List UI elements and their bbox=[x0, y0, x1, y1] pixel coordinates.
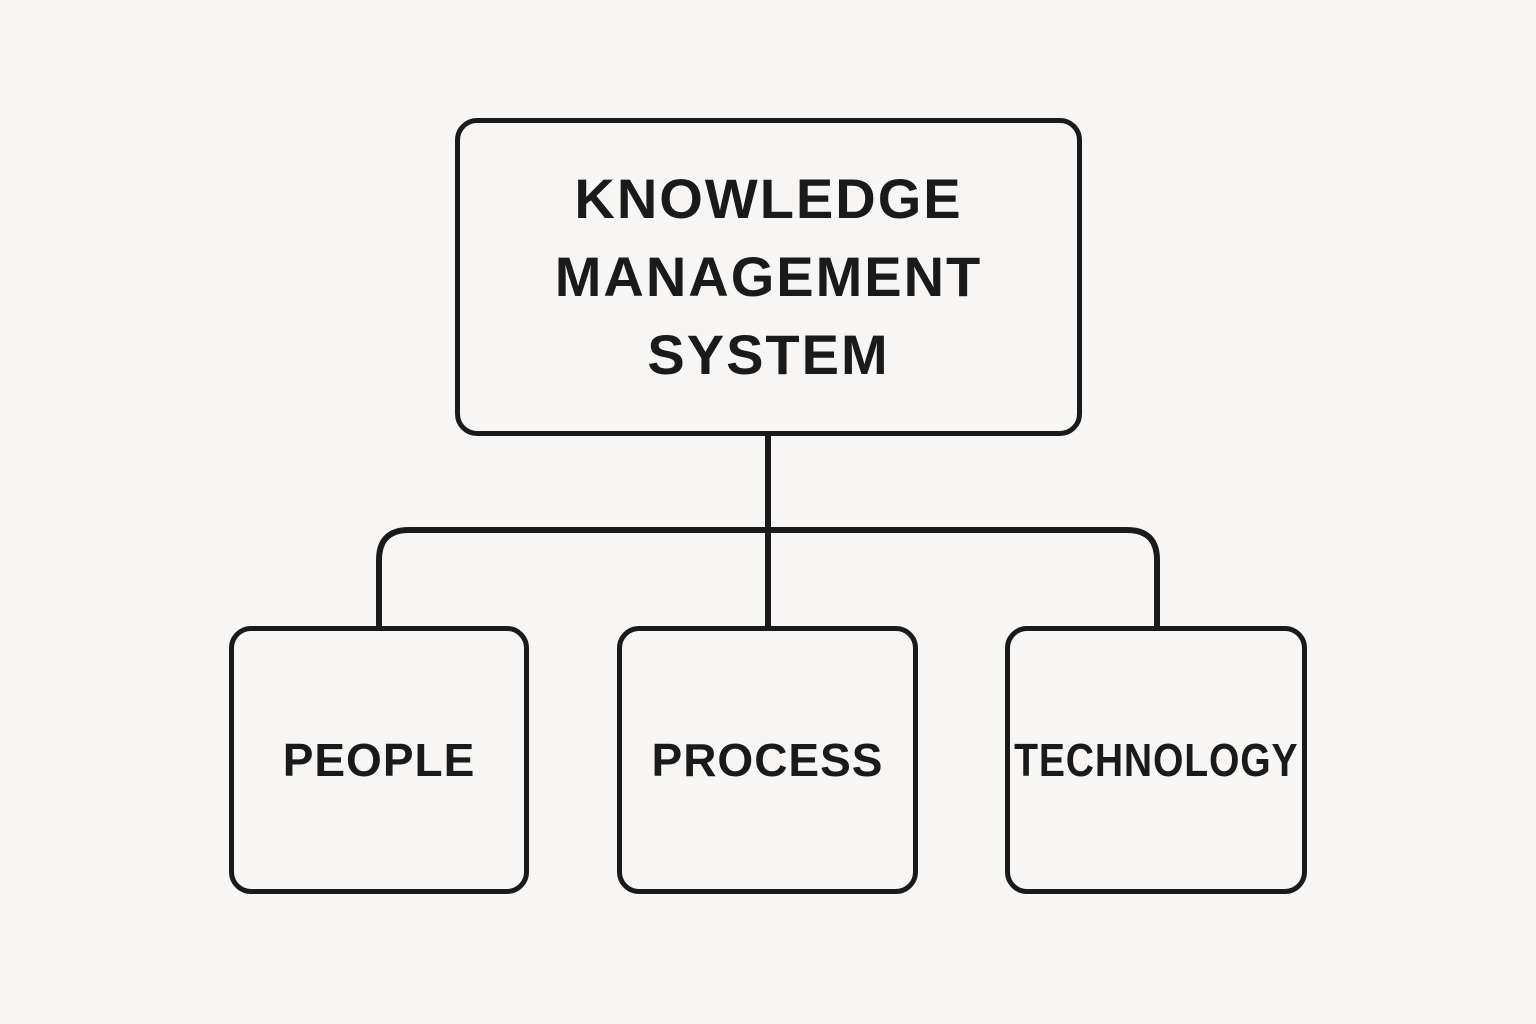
child-node-process: PROCESS bbox=[617, 626, 918, 894]
child-label: PEOPLE bbox=[282, 734, 476, 786]
child-label: TECHNOLOGY bbox=[1013, 734, 1299, 786]
root-node-knowledge-management-system: KNOWLEDGE MANAGEMENT SYSTEM bbox=[455, 118, 1082, 436]
child-node-technology: TECHNOLOGY bbox=[1005, 626, 1307, 894]
root-label-line3: SYSTEM bbox=[647, 323, 890, 386]
root-label-line2: MANAGEMENT bbox=[554, 245, 983, 308]
branch-connector bbox=[376, 527, 1160, 626]
child-node-people: PEOPLE bbox=[229, 626, 529, 894]
child-label: PROCESS bbox=[651, 734, 884, 786]
root-label-line1: KNOWLEDGE bbox=[574, 167, 963, 230]
